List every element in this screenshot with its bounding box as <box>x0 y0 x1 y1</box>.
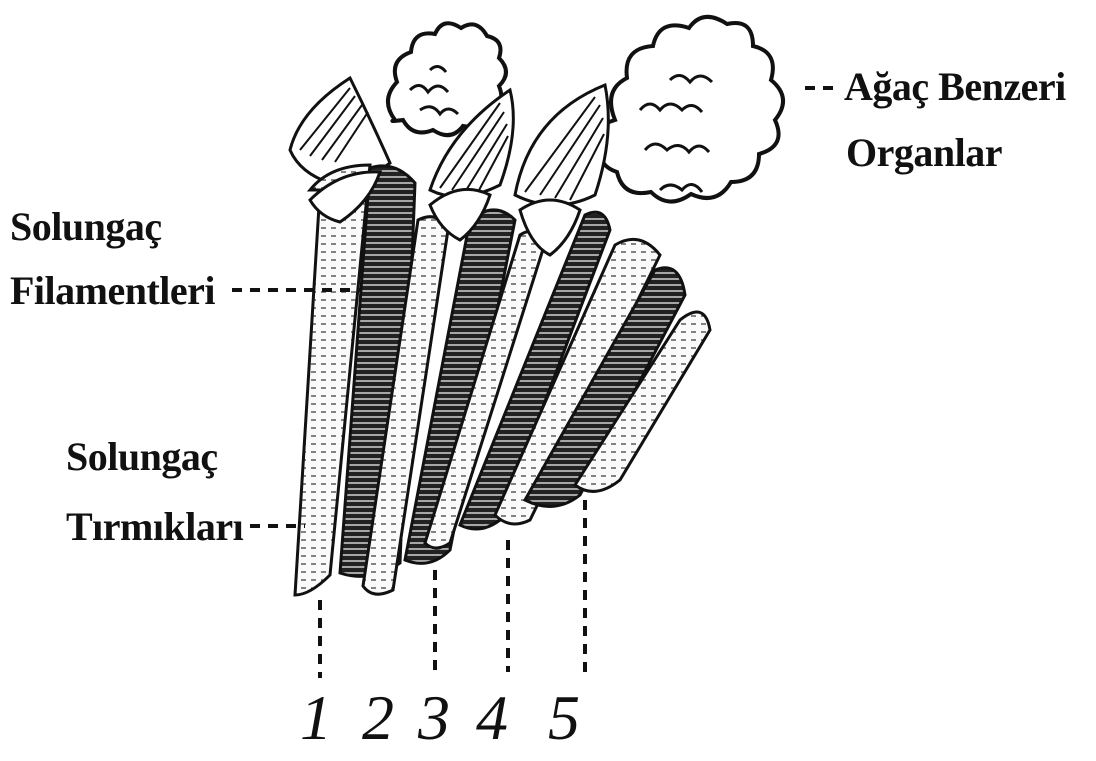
gill-filaments-label-line2: Filamentleri <box>10 268 215 314</box>
tree-organs-label-line1: Ağaç Benzeri <box>844 64 1066 110</box>
arch-number-4: 4 <box>476 686 508 750</box>
tree-organs-label-line2: Organlar <box>846 130 1002 176</box>
gill-filaments-label-line1: Solungaç <box>10 204 162 250</box>
gill-rakers-label-line1: Solungaç <box>66 434 218 480</box>
arch-number-1: 1 <box>300 686 332 750</box>
gill-rakers-label-line2: Tırmıkları <box>66 504 243 550</box>
arch-number-5: 5 <box>548 686 580 750</box>
tree-organ-large <box>598 17 783 202</box>
arch-number-2: 2 <box>362 686 394 750</box>
arch-number-3: 3 <box>418 686 450 750</box>
